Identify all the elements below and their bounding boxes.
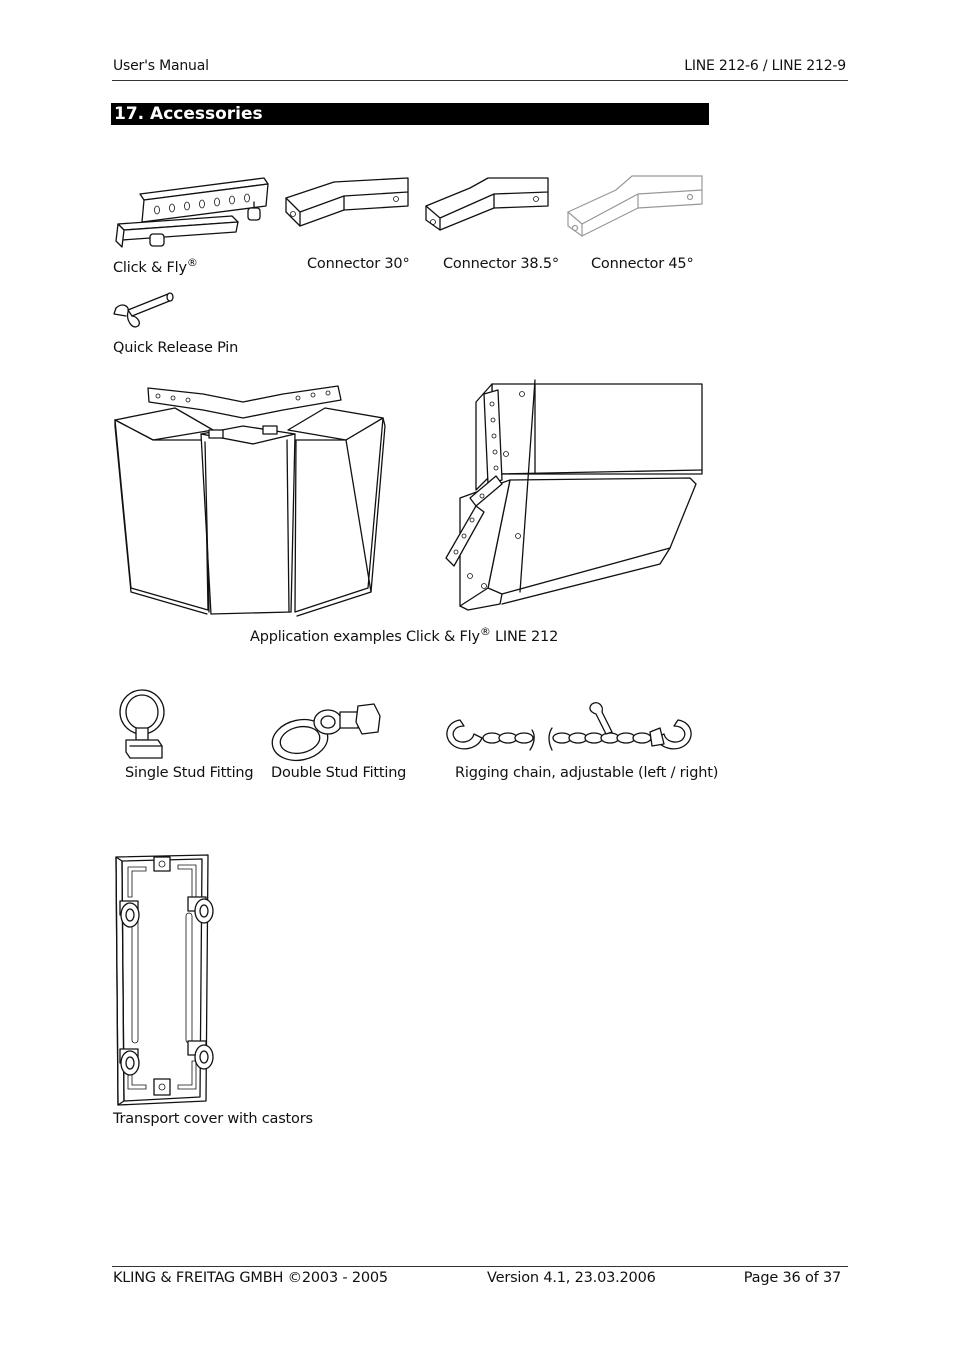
application-example-angled-array — [445, 379, 703, 611]
footer-right: Page 36 of 37 — [743, 1270, 841, 1286]
connector-30-caption: Connector 30° — [307, 256, 410, 272]
footer-center: Version 4.1, 23.03.2006 — [487, 1270, 656, 1286]
connector-30-illustration — [285, 177, 409, 227]
header-right: LINE 212-6 / LINE 212-9 — [684, 58, 846, 74]
click-fly-illustration — [115, 177, 269, 248]
single-stud-fitting-caption: Single Stud Fitting — [125, 765, 254, 781]
quick-release-pin-illustration — [113, 292, 174, 328]
application-examples-caption: Application examples Click & Fly® LINE 2… — [250, 625, 559, 645]
connector-45-illustration — [566, 175, 703, 238]
connector-38-caption: Connector 38.5° — [443, 256, 559, 272]
footer-left: KLING & FREITAG GMBH ©2003 - 2005 — [113, 1270, 388, 1286]
header-left: User's Manual — [113, 58, 209, 74]
double-stud-fitting-caption: Double Stud Fitting — [271, 765, 407, 781]
footer-rule — [112, 1266, 848, 1267]
quick-release-pin-caption: Quick Release Pin — [113, 340, 239, 356]
connector-45-caption: Connector 45° — [591, 256, 694, 272]
double-stud-fitting-illustration — [271, 703, 381, 762]
transport-cover-caption: Transport cover with castors — [113, 1111, 313, 1127]
connector-38-illustration — [425, 177, 549, 231]
application-example-vertical-array — [114, 385, 386, 617]
rigging-chain-illustration — [446, 702, 692, 751]
section-title: 17. Accessories — [111, 103, 709, 125]
single-stud-fitting-illustration — [119, 689, 165, 759]
rigging-chain-caption: Rigging chain, adjustable (left / right) — [455, 765, 719, 781]
transport-cover-illustration — [115, 854, 214, 1106]
header-rule — [112, 80, 848, 81]
click-fly-caption: Click & Fly® — [113, 256, 198, 276]
